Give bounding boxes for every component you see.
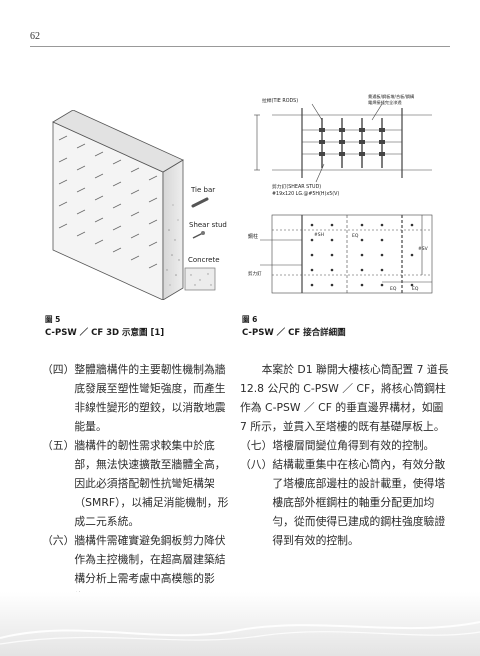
side-note-annotation: 剪力釘 [248,270,262,277]
figure-5-svg: Tie bar Shear stud Concrete [52,109,227,301]
figure-5-illustration: Tie bar Shear stud Concrete [45,109,230,301]
list-item-text: 結構載重集中在核心筒內，有效分散了塔樓底部邊柱的設計載重，使得塔樓底部外框鋼柱的… [272,458,446,547]
page-number: 62 [30,31,40,42]
tie-rods-annotation: 拉桿(TIE RODS) [262,97,298,104]
list-item-mark: （四） [42,363,75,376]
list-item: （四） 整體牆構件的主要韌性機制為牆底發展至塑性彎矩強度，而產生非線性變形的塑鉸… [42,360,230,436]
eq-label-2: EQ [412,286,419,292]
spacing-h-label: #SH [314,232,324,238]
list-item-mark: （六） [42,534,75,547]
list-item-mark: （八） [240,458,273,471]
top-note-1: 貫通板/鋼板墩/合板/鋼構 [368,93,415,100]
top-note-2: 電焊接縫完全滲透 [368,99,402,106]
body-paragraph: 本案於 D1 聯開大樓核心筒配置 7 道長 12.8 公尺的 C-PSW ／ C… [240,363,449,433]
list-item: （五） 牆構件的韌性需求較集中於底部，無法快速擴散至牆體全高，因此必須搭配韌性抗… [42,436,230,531]
footer-shade [0,592,480,656]
list-item-text: 牆構件的韌性需求較集中於底部，無法快速擴散至牆體全高，因此必須搭配韌性抗彎矩構架… [74,439,229,528]
spacing-v-label: #SV [418,246,429,252]
stud-spec-annotation: #19x120 LG.@#5H(H)x5(V) [272,191,339,197]
figure-6-drawing: 拉桿(TIE RODS) 貫通板/鋼板墩/合板/鋼構 電焊接縫完全滲透 剪力釘(… [242,90,452,298]
shear-stud-rows [58,135,158,269]
tie-bar-icon [191,197,209,208]
list-item-text: 牆構件需確實避免鋼板剪力降伏作為主控機制，在超高層建築結構分析上需考慮中高模態的… [74,534,226,604]
figure-6-svg: 拉桿(TIE RODS) 貫通板/鋼板墩/合板/鋼構 電焊接縫完全滲透 剪力釘(… [248,93,433,294]
shear-stud-annotation: 剪力釘(SHEAR STUD) [272,183,321,190]
concrete-sample-icon [184,267,216,291]
shear-stud-icon [192,231,205,239]
list-item: （七） 塔樓層間變位角得到有效的控制。 [240,436,450,455]
left-text-column: （四） 整體牆構件的主要韌性機制為牆底發展至塑性彎矩強度，而產生非線性變形的塑鉸… [42,360,230,607]
figure-6-caption: C-PSW ／ CF 接合詳細圖 [242,328,346,338]
list-item-text: 整體牆構件的主要韌性機制為牆底發展至塑性彎矩強度，而產生非線性變形的塑鉸，以消散… [74,363,226,433]
wall-top-face [52,109,184,173]
list-item: （六） 牆構件需確實避免鋼板剪力降伏作為主控機制，在超高層建築結構分析上需考慮中… [42,531,230,607]
right-text-column: 本案於 D1 聯開大樓核心筒配置 7 道長 12.8 公尺的 C-PSW ／ C… [240,360,450,550]
eq-label-1: EQ [390,286,397,292]
list-item-mark: （五） [42,439,75,452]
list-item-text: 塔樓層間變位角得到有效的控制。 [272,439,435,452]
figure-5-label: 圖 5 [45,315,61,324]
figure-5-caption: C-PSW ／ CF 3D 示意圖 [1] [45,328,165,338]
header-rule [30,46,450,47]
list-item-mark: （七） [240,439,273,452]
wall-side-face [162,159,184,301]
tie-bar-label: Tie bar [190,186,215,194]
eq-label-3: EQ [352,233,359,239]
figure-6-label: 圖 6 [242,315,258,324]
concrete-label: Concrete [188,256,220,264]
steel-column-annotation: 鋼柱 [248,233,258,240]
concrete-speckles [166,204,180,286]
list-item: （八） 結構載重集中在核心筒內，有效分散了塔樓底部邊柱的設計載重，使得塔樓底部外… [240,455,450,550]
footer-wave-decoration [0,621,480,645]
shear-stud-label: Shear stud [189,221,227,229]
